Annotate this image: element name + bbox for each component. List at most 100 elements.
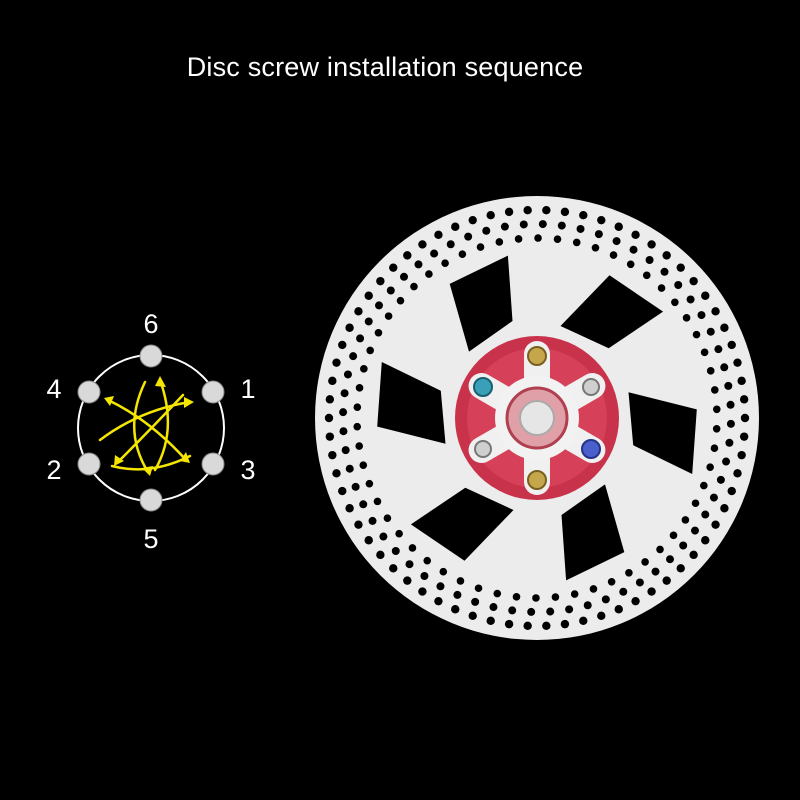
rotor-hole bbox=[504, 207, 514, 217]
label-3: 3 bbox=[240, 455, 255, 485]
rotor-hole bbox=[364, 291, 373, 300]
rotor-hole bbox=[733, 358, 742, 367]
rotor-hole bbox=[594, 230, 603, 239]
rotor-hole bbox=[727, 340, 736, 350]
rotor-hole bbox=[345, 504, 354, 513]
rotor-hole bbox=[551, 593, 560, 601]
rotor-hole bbox=[384, 312, 393, 320]
rotor-hole bbox=[534, 234, 542, 242]
rotor-hole bbox=[712, 405, 721, 414]
rotor-hole bbox=[737, 376, 746, 386]
label-2: 2 bbox=[46, 455, 61, 485]
rotor-hole bbox=[504, 619, 514, 629]
rotor-hole bbox=[609, 251, 618, 259]
rotor-hole bbox=[681, 516, 690, 524]
rotor-hole bbox=[612, 237, 621, 246]
rotor-hole bbox=[332, 469, 341, 478]
rotor-hole bbox=[355, 442, 364, 450]
rotor-hole bbox=[376, 276, 385, 286]
rotor-hole bbox=[434, 596, 443, 606]
rotor-hole bbox=[722, 457, 731, 466]
rotor-hole bbox=[676, 263, 685, 272]
rotor-hole bbox=[519, 220, 528, 229]
rotor-hole bbox=[468, 215, 477, 225]
rotor-hole bbox=[523, 206, 532, 215]
rotor-hole bbox=[354, 520, 363, 529]
rotor-hole bbox=[710, 386, 719, 394]
rotor-hole bbox=[451, 605, 460, 614]
rotor-hole bbox=[512, 593, 521, 601]
rotor-hole bbox=[720, 504, 729, 513]
rotor-hole bbox=[709, 493, 718, 502]
bolt-silver-2 bbox=[474, 440, 492, 458]
rotor-hole bbox=[489, 603, 498, 612]
rotor-hole bbox=[364, 536, 373, 545]
rotor-hole bbox=[339, 408, 348, 417]
rotor-hole bbox=[614, 222, 623, 231]
bolt-nodes bbox=[77, 344, 225, 512]
rotor-hole bbox=[349, 352, 358, 361]
rotor-hole bbox=[676, 564, 685, 573]
rotor-hole bbox=[476, 243, 485, 251]
rotor-hole bbox=[436, 582, 445, 591]
rotor-hole bbox=[456, 577, 465, 585]
rotor-hole bbox=[601, 595, 610, 604]
rotor-cutout bbox=[628, 392, 697, 474]
rotor-cutouts bbox=[377, 255, 697, 581]
rotor-hole bbox=[674, 280, 683, 289]
rotor-hole bbox=[583, 601, 592, 610]
arrow-heads bbox=[104, 376, 194, 476]
rotor-hole bbox=[453, 590, 462, 599]
rotor-hole bbox=[403, 576, 412, 585]
label-4: 4 bbox=[46, 374, 61, 404]
rotor-cutout bbox=[560, 275, 664, 349]
rotor-hole bbox=[635, 578, 644, 587]
rotor-hole bbox=[338, 340, 347, 350]
rotor-hole bbox=[701, 536, 710, 545]
rotor-hole bbox=[597, 215, 606, 225]
rotor-hole bbox=[359, 500, 368, 509]
rotor-hole bbox=[386, 286, 395, 295]
bolt-node-2 bbox=[77, 452, 101, 476]
rotor-hole bbox=[365, 479, 374, 488]
sequence-arrows bbox=[98, 378, 192, 474]
rotor-hole bbox=[725, 438, 734, 447]
rotor-hole bbox=[720, 323, 729, 332]
arrow-6-5 bbox=[153, 378, 170, 472]
rotor-hole bbox=[726, 400, 735, 409]
rotor-hole bbox=[691, 499, 700, 508]
rotor-hole bbox=[710, 444, 719, 452]
rotor-hole bbox=[689, 550, 698, 560]
rotor-hole bbox=[474, 584, 483, 593]
rotor-hole bbox=[486, 211, 495, 220]
rotor-hole bbox=[353, 403, 362, 412]
rotor-hole bbox=[642, 271, 651, 280]
rotor-hole bbox=[464, 232, 473, 241]
rotor-cutout bbox=[561, 484, 625, 581]
rotor-hole bbox=[591, 243, 600, 252]
rotor-hole bbox=[527, 607, 536, 616]
rotor-hole bbox=[514, 235, 523, 243]
rotor-bolts bbox=[473, 346, 601, 490]
rotor-hole bbox=[542, 206, 551, 215]
arrowhead-icon bbox=[180, 452, 190, 463]
rotor-hole bbox=[345, 464, 354, 473]
rotor-hole bbox=[439, 567, 448, 576]
rotor-hole bbox=[701, 291, 710, 300]
arrow-6-5b bbox=[133, 380, 150, 474]
rotor-hole bbox=[325, 395, 335, 404]
rotor-hole bbox=[682, 314, 691, 322]
rotor-hole bbox=[351, 482, 360, 491]
arrow-1-2 bbox=[116, 393, 185, 464]
bolt-silver-1 bbox=[582, 378, 600, 396]
rotor-hole bbox=[740, 413, 750, 423]
rotor-hole bbox=[690, 526, 699, 535]
rotor-hole bbox=[589, 585, 598, 593]
rotor-hole bbox=[576, 224, 585, 233]
rotor-hole bbox=[557, 221, 566, 230]
rotor-hole bbox=[720, 363, 729, 372]
label-5: 5 bbox=[143, 524, 158, 554]
rotor-hole bbox=[383, 514, 392, 522]
rotor-hole bbox=[657, 284, 666, 292]
rotor-hole bbox=[375, 301, 384, 310]
